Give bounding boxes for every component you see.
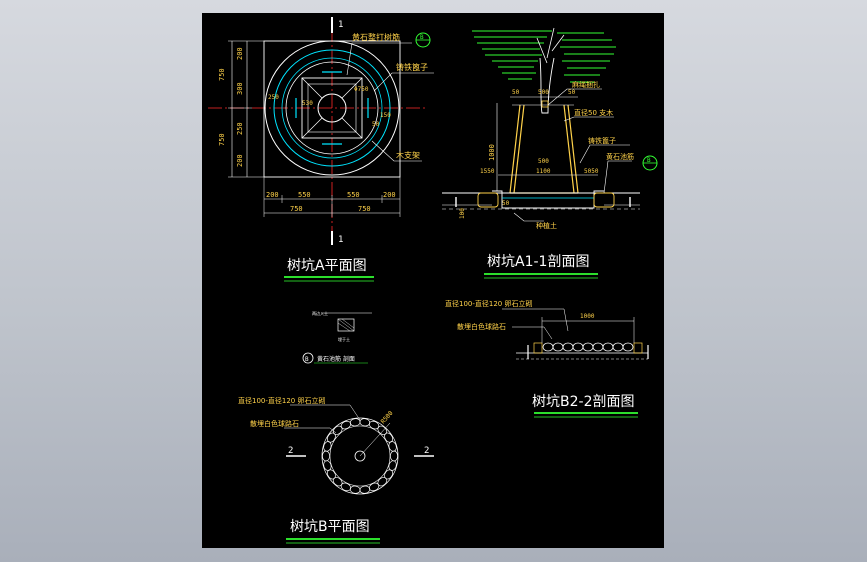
label-secA-stone: 黄石池筋: [606, 152, 634, 161]
label-secA-wood: 直径50 支木: [574, 108, 613, 117]
title-section-b: 树坑B2-2剖面图: [532, 394, 634, 410]
detail-b-small-b: 埋于土: [338, 336, 350, 342]
dim-secB-1000: 1000: [580, 313, 595, 320]
dim-planB-r: R500: [380, 410, 395, 426]
pebble: [326, 469, 336, 480]
section-mark-right: 2: [424, 446, 429, 456]
dim-secA-5050: 5050: [584, 168, 599, 175]
label-planB-stone: 散埋白色球路石: [250, 419, 299, 428]
pebble: [388, 441, 397, 452]
section-a: 1000 100 50 500 50 500 1550 1100 5050 50: [442, 27, 658, 279]
section-b: 1000 直径100-直径120 卵石立砌 散埋白色球路石 树坑B2-2剖面图: [445, 299, 649, 418]
dim-left-300: 300: [236, 82, 244, 95]
dim-left-200-b: 200: [236, 154, 244, 167]
plan-b: R500 2 2 直径100-直径120 卵石立砌 散埋白色球路石 树坑B平面图: [238, 396, 434, 544]
label-secA-soil: 种植土: [536, 221, 557, 230]
label-secB-stone: 散埋白色球路石: [457, 322, 506, 331]
dim-secA-1550: 1550: [480, 168, 495, 175]
detail-b: 两边入土 埋于土 B 黄石池筋 剖面: [302, 310, 372, 364]
title-section-a: 树坑A1-1剖面图: [487, 254, 589, 270]
label-planA-mid: 铸铁篦子: [396, 62, 428, 72]
label-planA-low: 木支架: [396, 150, 420, 160]
dim-bot-200-b: 200: [383, 191, 396, 199]
pebble: [368, 482, 380, 492]
dim-left-750-a: 750: [218, 68, 226, 81]
dim-inner-d750: Φ750: [354, 86, 369, 93]
dim-left-750-b: 750: [218, 133, 226, 146]
drawing-sheet[interactable]: 1 1 750 750 200 300 250 200: [202, 13, 664, 548]
detail-b-title: 黄石池筋 剖面: [317, 355, 355, 363]
pebble: [384, 432, 394, 443]
dim-bot-550-a: 550: [298, 191, 311, 199]
dim-secA-500-mid: 500: [538, 158, 549, 165]
dim-inner-530: 530: [302, 100, 313, 107]
marker-b-planA: B: [420, 34, 424, 41]
pebble: [332, 425, 343, 435]
label-planA-top: 黄石整打树筋: [352, 32, 400, 42]
marker-b-secA: B: [647, 157, 651, 164]
pebble: [368, 420, 380, 430]
section-mark-left: 2: [288, 446, 293, 456]
title-plan-b: 树坑B平面图: [290, 519, 370, 535]
drawing-canvas: 1 1 750 750 200 300 250 200: [208, 17, 658, 544]
dim-secA-50-b: 50: [568, 89, 576, 96]
dim-secA-1100: 1100: [536, 168, 551, 175]
dim-inner-150: 150: [380, 112, 391, 119]
label-secB-pebble: 直径100-直径120 卵石立砌: [445, 299, 532, 308]
label-planB-pebble: 直径100-直径120 卵石立砌: [238, 396, 325, 405]
dim-secA-50-a: 50: [512, 89, 520, 96]
dim-bot-750-a: 750: [290, 205, 303, 213]
pebble: [377, 477, 388, 487]
dim-bot-750-b: 750: [358, 205, 371, 213]
pebble: [384, 469, 394, 480]
dim-secA-100: 100: [459, 208, 466, 219]
dim-secA-1000: 1000: [488, 144, 496, 161]
section-mark-bottom: 1: [338, 235, 343, 245]
pebble: [326, 432, 336, 443]
dim-bot-200-a: 200: [266, 191, 279, 199]
label-secA-grate: 铸铁篦子: [588, 136, 616, 145]
label-secA-bind: 麻绳捆扎: [572, 80, 600, 89]
detail-b-small-a: 两边入土: [312, 310, 328, 316]
dim-secA-50-c: 50: [502, 200, 510, 207]
dim-left-200-a: 200: [236, 47, 244, 60]
dim-bot-550-b: 550: [347, 191, 360, 199]
pebble: [340, 482, 352, 492]
dim-left-250: 250: [236, 122, 244, 135]
pebble: [332, 477, 343, 487]
pebble: [340, 420, 352, 430]
section-mark-top: 1: [338, 20, 343, 30]
dim-inner-50: 50: [372, 121, 380, 128]
title-plan-a: 树坑A平面图: [287, 258, 367, 274]
pebble: [322, 450, 330, 462]
dim-secA-500: 500: [538, 89, 549, 96]
dim-inner-250: 250: [268, 94, 279, 101]
plan-a: 1 1 750 750 200 300 250 200: [208, 17, 434, 282]
pebble: [377, 425, 388, 435]
pebble: [390, 450, 398, 462]
detail-b-marker: B: [305, 356, 309, 363]
